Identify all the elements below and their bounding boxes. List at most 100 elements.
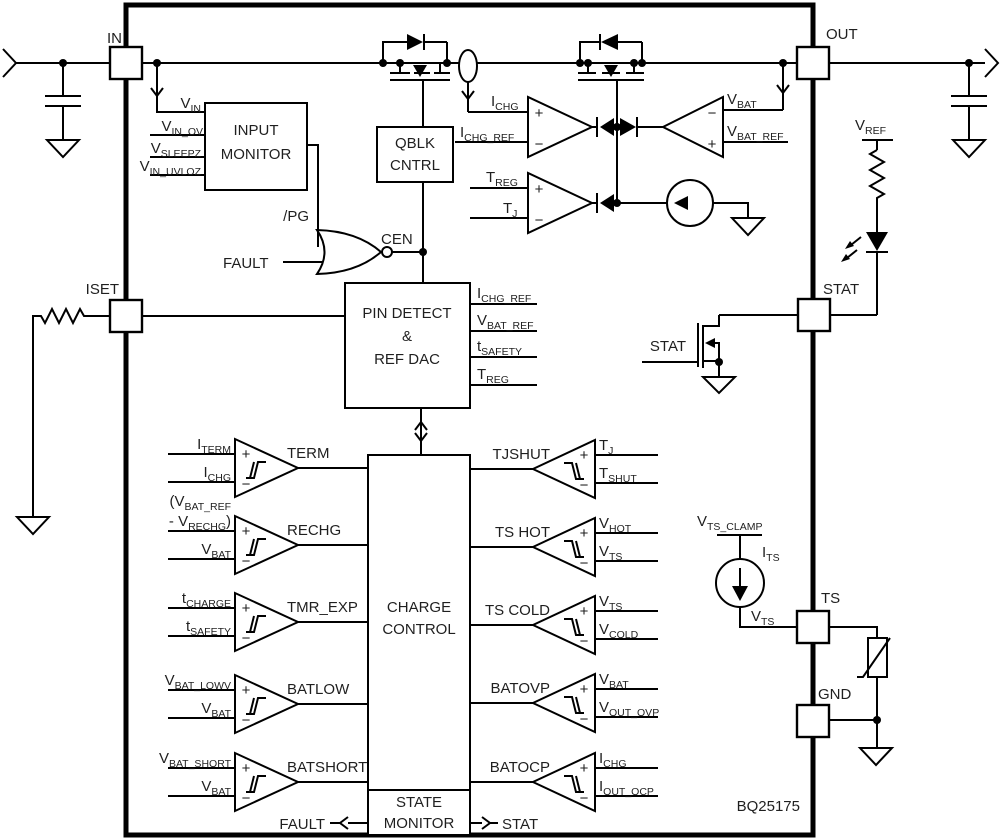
comparator-minus-input-label: tSAFETY [186,618,231,638]
plus-sign: + [242,682,251,699]
sense-wire [461,82,528,113]
diode-icon [407,34,423,50]
pin-gnd-label: GND [818,686,852,703]
pin-stat-label: STAT [823,281,859,298]
led-light-arrowhead-icon [845,241,854,249]
hysteresis-icon [575,696,581,714]
its-label: ITS [762,544,780,564]
pin-detect-label: REF DAC [374,351,440,368]
charge-control-label: CONTROL [382,621,455,638]
minus-sign: − [535,212,544,229]
hysteresis-icon [575,462,581,480]
fault-label: FAULT [223,255,269,272]
ichg-ref-label: ICHG_REF [460,124,514,144]
comparator-name-label: TJSHUT [493,446,551,463]
minus-sign: − [535,136,544,153]
comparator-name-label: TERM [287,445,330,462]
comparator-plus-input-label: ITERM [197,436,231,456]
plus-sign: + [580,681,589,698]
comparator-body-icon [530,672,596,734]
plus-sign: + [580,603,589,620]
body-diode-icon [413,65,427,77]
output-terminal-arrow-icon [984,48,1000,78]
input-monitor-label: INPUT [234,122,279,139]
nor-bubble-icon [381,246,393,258]
comparator-body-icon [234,437,301,499]
dac-output-wires [470,303,537,386]
led-light-arrow-icon [846,236,862,259]
comparator-body-icon [234,514,301,576]
pin-ts-label: TS [821,590,840,607]
iset-network [14,306,345,536]
comparator-plus-input-label: VTS [599,593,622,613]
current-sense [458,49,528,113]
hysteresis-icon [249,697,255,715]
input-terminal-arrow-icon [2,48,18,78]
comparator-plus-input-label: VBAT_SHORT [159,750,232,770]
part-number-label: BQ25175 [737,798,800,815]
comparator-body-icon [234,673,301,735]
comparator-minus-input-label: VCOLD [599,621,639,641]
vin-uvloz-label: VIN_UVLOZ [140,158,202,178]
comparator-name-label: TS HOT [495,524,550,541]
pin-detect-label: & [402,328,412,345]
pin-gnd [795,703,831,739]
qblk-cntrl-label: CNTRL [390,157,440,174]
comparator-name-label: TMR_EXP [287,599,358,616]
junction-dot [419,248,427,256]
junction-dot [576,59,584,67]
stat-output-wire [470,816,498,830]
enable-logic-area: /PG FAULT CEN [223,144,423,276]
vbat-amp-icon [660,95,724,159]
stat-fet-wires [642,314,798,377]
treg-amp-icon [527,171,595,235]
ground-icon [14,516,52,536]
capacitor-wires [951,63,987,140]
pg-wire [307,144,319,247]
plus-sign: + [535,181,544,198]
plus-sign: + [580,447,589,464]
comparator-plus-input-label: - VRECHG) [169,513,231,533]
comparator-name-label: BATOCP [490,759,550,776]
junction-dot [638,59,646,67]
led-light-arrowhead-icon [841,254,850,262]
comparator-minus-input-label: TSHUT [599,465,637,485]
input-monitor-label: MONITOR [221,146,292,163]
comparator-body-icon [530,516,596,578]
pin-ts [795,609,831,645]
plus-sign: + [535,105,544,122]
ichg-label: ICHG [491,93,519,113]
comparator-plus-input-label: VBAT [599,671,629,691]
state-monitor-block [367,789,471,836]
vin-tap-wire [150,63,205,176]
junction-dot [396,59,404,67]
vin-label: VIN [180,95,201,115]
plus-sign: + [580,525,589,542]
hysteresis-icon [249,538,255,556]
fet1-wires [382,34,450,127]
minus-sign: − [242,630,251,647]
diode-icon [600,118,614,136]
minus-sign: − [708,105,717,122]
junction-dot [59,59,67,67]
junction-dot [965,59,973,67]
minus-sign: − [242,790,251,807]
pin-iset [108,298,144,334]
amp-wires [455,63,790,219]
minus-sign: − [580,790,589,807]
ts-network: VTS_CLAMP ITS VTS [697,513,895,767]
cen-label: CEN [381,231,413,248]
comparator-name-label: RECHG [287,522,341,539]
pg-label: /PG [283,208,309,225]
vbat-ref-label: VBAT_REF [727,123,784,143]
junction-dot [613,199,621,207]
stat-gate-label: STAT [650,338,686,355]
input-monitor-area: INPUT MONITOR VIN VIN_OV VSLEEPZ VIN_UVL… [140,63,308,191]
regulation-amps: + − + − − + ICHG ICHG_REF TREG TJ VBAT V… [455,63,790,237]
